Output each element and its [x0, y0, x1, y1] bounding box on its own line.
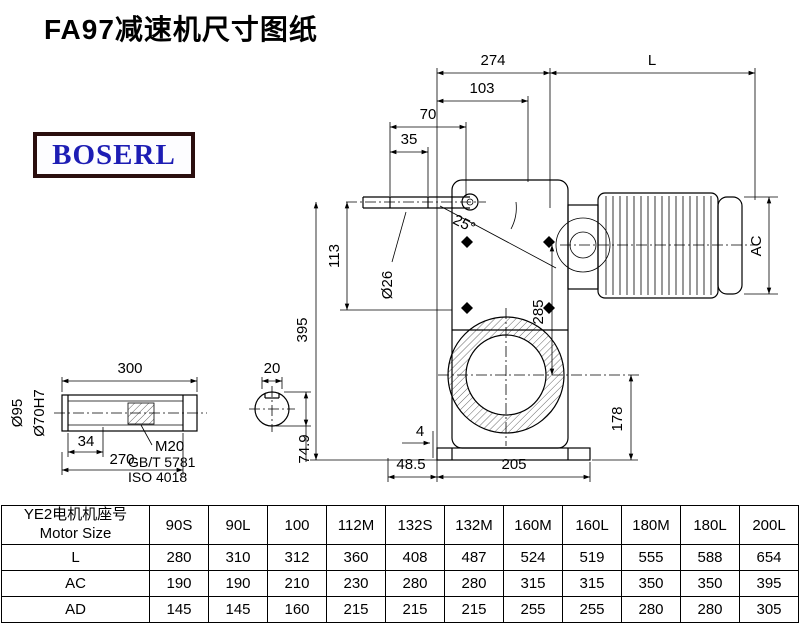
table-row-L: L 280 310 312 360 408 487 524 519 555 58…: [1, 544, 799, 571]
dim-35-label: 35: [401, 131, 418, 148]
motor: [555, 192, 757, 299]
table-cell: 190: [208, 570, 268, 597]
table-cell: 145: [149, 596, 209, 623]
table-cell: 654: [739, 544, 799, 571]
motor-size-header-cn: YE2电机机座号: [23, 506, 128, 524]
extension-lines: [310, 68, 778, 482]
dim-dia95-label: Ø95: [9, 399, 26, 427]
table-cell: 280: [621, 596, 681, 623]
thread-m20-label: M20: [155, 438, 184, 455]
table-cell: 160: [267, 596, 327, 623]
dim-70-label: 70: [420, 106, 437, 123]
dim-395-label: 395: [294, 317, 311, 342]
table-cell: 315: [562, 570, 622, 597]
dim-113-label: 113: [326, 244, 343, 268]
col-header: 180M: [621, 505, 681, 545]
dim-300-label: 300: [117, 360, 142, 377]
table-cell: 280: [680, 596, 740, 623]
dim-270-label: 270: [109, 451, 134, 468]
flange-bolt-mark: [543, 236, 555, 248]
col-header: 90L: [208, 505, 268, 545]
col-header: 160L: [562, 505, 622, 545]
dim-274-label: 274: [480, 52, 505, 69]
table-cell: 487: [444, 544, 504, 571]
row-label: AD: [1, 596, 150, 623]
dim-205-label: 205: [501, 456, 526, 473]
dim-dia26-label: Ø26: [379, 271, 396, 299]
dim-4-label: 4: [416, 423, 424, 440]
col-header: 112M: [326, 505, 386, 545]
dim-L-label: L: [648, 52, 656, 69]
dim-74-9-label: 74.9: [296, 434, 313, 463]
dim-48-5-label: 48.5: [396, 456, 425, 473]
table-cell: 524: [503, 544, 563, 571]
table-cell: 280: [444, 570, 504, 597]
bearing-hatch: [448, 317, 565, 433]
table-cell: 519: [562, 544, 622, 571]
table-cell: 588: [680, 544, 740, 571]
col-header: 132M: [444, 505, 504, 545]
table-cell: 312: [267, 544, 327, 571]
table-cell: 255: [562, 596, 622, 623]
table-row-AC: AC 190 190 210 230 280 280 315 315 350 3…: [1, 570, 799, 597]
flange-bolt-mark: [461, 236, 473, 248]
row-label: L: [1, 544, 150, 571]
shaft-end-view: [249, 377, 311, 462]
table-cell: 280: [149, 544, 209, 571]
motor-size-header-en: Motor Size: [39, 525, 112, 542]
standard-iso-label: ISO 4018: [128, 469, 187, 485]
col-header: 180L: [680, 505, 740, 545]
gearbox-housing: [436, 179, 640, 461]
input-shaft: [346, 196, 486, 209]
motor-size-header: YE2电机机座号 Motor Size: [1, 505, 150, 545]
dim-AC-label: AC: [748, 235, 765, 256]
brand-logo-text: BOSERL: [52, 138, 176, 171]
table-cell: 215: [444, 596, 504, 623]
table-cell: 280: [385, 570, 445, 597]
table-cell: 190: [149, 570, 209, 597]
col-header: 132S: [385, 505, 445, 545]
table-cell: 555: [621, 544, 681, 571]
table-cell: 215: [385, 596, 445, 623]
dimension-lines: [313, 70, 772, 480]
col-header: 160M: [503, 505, 563, 545]
table-cell: 360: [326, 544, 386, 571]
table-cell: 310: [208, 544, 268, 571]
standard-gb-label: GB/T 5781: [128, 454, 196, 470]
table-cell: 350: [680, 570, 740, 597]
table-cell: 215: [326, 596, 386, 623]
row-label: AC: [1, 570, 150, 597]
table-cell: 230: [326, 570, 386, 597]
flange-bolt-mark: [461, 302, 473, 314]
table-cell: 145: [208, 596, 268, 623]
dim-25deg-label: 25°: [450, 211, 478, 236]
table-cell: 395: [739, 570, 799, 597]
dim-34-label: 34: [78, 433, 95, 450]
dim-dia70h7-label: Ø70H7: [31, 389, 48, 437]
col-header: 100: [267, 505, 327, 545]
table-row-AD: AD 145 145 160 215 215 215 255 255 280 2…: [1, 596, 799, 623]
table-cell: 305: [739, 596, 799, 623]
table-header-row: YE2电机机座号 Motor Size 90S 90L 100 112M 132…: [1, 505, 799, 545]
dimension-table: YE2电机机座号 Motor Size 90S 90L 100 112M 132…: [1, 505, 799, 623]
col-header: 200L: [739, 505, 799, 545]
brand-logo: BOSERL: [33, 132, 195, 178]
table-cell: 408: [385, 544, 445, 571]
dim-103-label: 103: [469, 80, 494, 97]
table-cell: 350: [621, 570, 681, 597]
table-cell: 255: [503, 596, 563, 623]
dim-20-label: 20: [264, 360, 281, 377]
col-header: 90S: [149, 505, 209, 545]
dim-285-label: 285: [530, 299, 547, 324]
dimension-drawing: 274 L 103 70 35 25° Ø26 113 395 285 AC 1…: [9, 52, 778, 485]
output-shaft-detail: [54, 377, 207, 475]
page-title: FA97减速机尺寸图纸: [44, 14, 318, 45]
dim-178-label: 178: [609, 406, 626, 431]
table-cell: 315: [503, 570, 563, 597]
table-cell: 210: [267, 570, 327, 597]
